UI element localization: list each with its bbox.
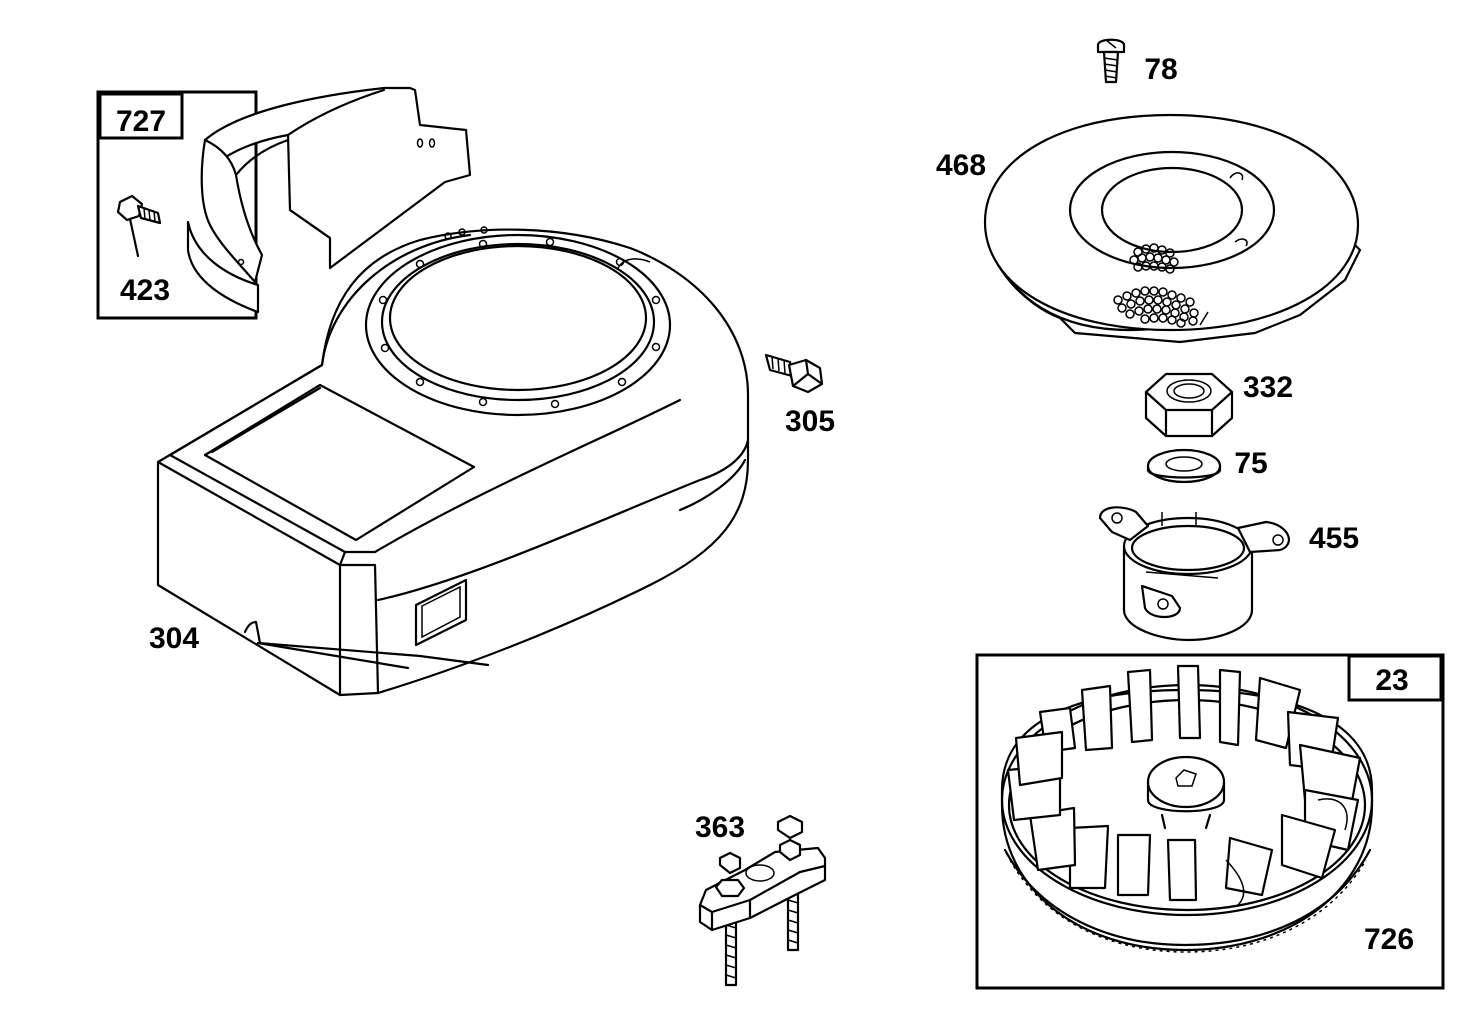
flywheel-726 [1000,664,1374,953]
part-label-23: 23 [1375,664,1408,697]
part-label-305: 305 [785,405,835,438]
part-label-455: 455 [1309,522,1359,555]
part-label-363: 363 [695,811,745,844]
screw-305: 305 [764,353,835,438]
bracket-363: 363 [695,811,827,987]
label-box-23 [1347,654,1443,702]
part-label-75: 75 [1234,447,1267,480]
part-label-727: 727 [116,105,166,138]
flywheel-fins [1006,664,1362,902]
air-guard-part [186,86,472,314]
part-label-726: 726 [1364,923,1414,956]
washer-75: 75 [1146,447,1268,484]
part-label-332: 332 [1243,371,1293,404]
part-label-468: 468 [936,149,986,182]
part-label-423: 423 [120,274,170,307]
group-23-frame [975,653,1445,990]
screw-423 [116,194,162,258]
rotating-screen-468: 468 [936,113,1362,344]
part-label-78: 78 [1144,53,1177,86]
blower-housing-304: 304 [149,226,750,697]
label-box-727 [98,92,184,140]
screen-holes [1113,243,1199,328]
nut-332: 332 [1144,371,1293,438]
screw-78: 78 [1096,38,1178,86]
starter-cup-455: 455 [1098,506,1359,642]
group-727-frame [96,90,258,320]
group-23: 23 726 [975,653,1445,990]
part-label-304: 304 [149,622,199,655]
group-727: 727 423 [96,86,472,320]
